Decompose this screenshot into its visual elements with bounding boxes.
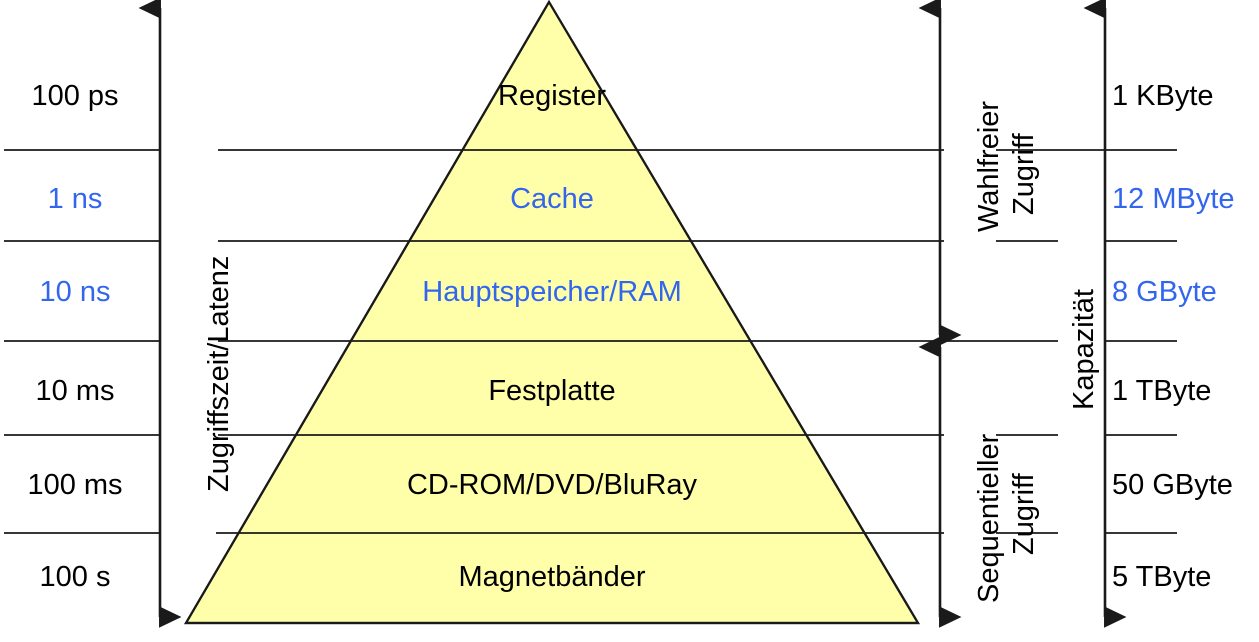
- tier-label-tape: Magnetbänder: [458, 561, 646, 593]
- capacity-value-tape: 5 TByte: [1112, 561, 1212, 593]
- tier-label-festplatte: Festplatte: [488, 375, 616, 407]
- capacity-value-register: 1 KByte: [1112, 80, 1214, 112]
- axis-label-random-access-line2: Zugriff: [1008, 133, 1040, 215]
- tier-label-cache: Cache: [510, 183, 594, 215]
- axis-label-sequential-access-line2: Zugriff: [1008, 473, 1040, 555]
- capacity-value-hauptspeicher: 8 GByte: [1112, 276, 1217, 308]
- latency-value-optical: 100 ms: [27, 469, 123, 501]
- tier-label-register: Register: [498, 80, 606, 112]
- latency-value-register: 100 ps: [31, 80, 119, 112]
- latency-value-festplatte: 10 ms: [35, 375, 115, 407]
- axis-label-random-access-line1: Wahlfreier: [973, 100, 1005, 232]
- axis-label-capacity: Kapazität: [1068, 289, 1100, 410]
- capacity-value-optical: 50 GByte: [1112, 469, 1233, 501]
- axis-label-sequential-access-line1: Sequentieller: [973, 433, 1005, 603]
- axis-label-latency: Zugriffszeit/Latenz: [203, 255, 235, 492]
- tier-label-hauptspeicher: Hauptspeicher/RAM: [422, 276, 682, 308]
- tier-divider-lines-center: [216, 149, 1177, 534]
- capacity-value-festplatte: 1 TByte: [1112, 375, 1212, 407]
- tier-divider-lines-left: [4, 149, 160, 534]
- tier-label-optical: CD-ROM/DVD/BluRay: [406, 469, 698, 501]
- pyramid-outline: [184, 0, 920, 625]
- capacity-value-cache: 12 MByte: [1112, 183, 1235, 215]
- latency-value-hauptspeicher: 10 ns: [39, 276, 111, 308]
- latency-value-tape: 100 s: [39, 561, 111, 593]
- latency-value-cache: 1 ns: [47, 183, 103, 215]
